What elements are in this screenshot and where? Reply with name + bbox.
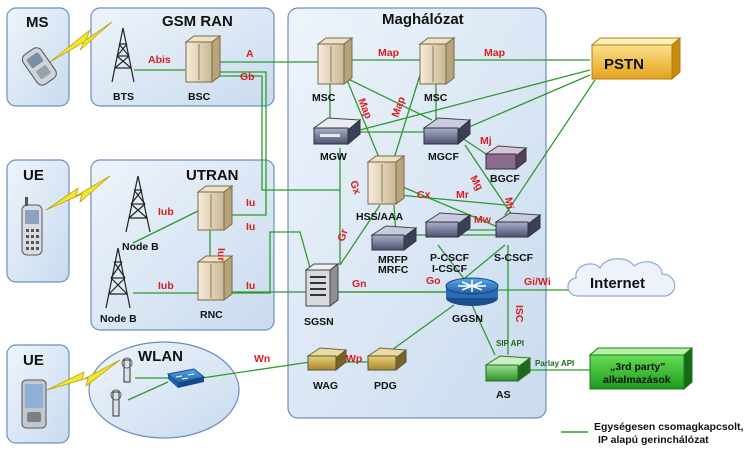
i-cscf-label: I-CSCF: [432, 263, 468, 275]
pdg-device-icon: [366, 347, 408, 372]
pstn-label: PSTN: [604, 56, 644, 73]
if-mj-label: Mj: [480, 135, 492, 147]
bgcf-device-icon: [484, 145, 528, 171]
gsm-ran-area-title: GSM RAN: [162, 13, 233, 30]
mgw-device-icon: [312, 117, 362, 146]
core-area-title: Maghálózat: [382, 11, 464, 28]
as-device-icon: [484, 355, 532, 382]
mgw-label: MGW: [320, 151, 347, 163]
ms-phone-icon: [21, 47, 57, 86]
utran-area-title: UTRAN: [186, 167, 239, 184]
third-party-label-1: „3rd party”: [610, 361, 665, 373]
msc1-server-icon: [316, 37, 354, 85]
utran-area: [90, 159, 275, 331]
sgsn-server-icon: [304, 263, 340, 307]
wag-label: WAG: [313, 380, 338, 392]
if-map2-label: Map: [484, 47, 505, 59]
internet-label: Internet: [590, 275, 645, 292]
if-gr-label: Gr: [335, 228, 350, 243]
if-iu1-label: Iu: [246, 197, 255, 209]
sgsn-label: SGSN: [304, 316, 334, 328]
msc2-label: MSC: [424, 92, 448, 104]
third-party-box: [588, 346, 694, 391]
if-a-label: A: [246, 48, 254, 60]
bgcf-label: BGCF: [490, 173, 520, 185]
ue1-phone-icon: [21, 197, 43, 256]
if-wp-label: Wp: [346, 353, 362, 365]
if-iur-label: Iur: [215, 248, 227, 261]
bts-tower-icon: [111, 27, 135, 83]
if-iub2-label: Iub: [158, 280, 174, 292]
legend-line-1: Egységesen csomagkapcsolt,: [594, 421, 743, 433]
if-iu3-label: Iu: [246, 280, 255, 292]
ggsn-label: GGSN: [452, 313, 483, 325]
wlan-area-title: WLAN: [138, 348, 183, 365]
node-b1-label: Node B: [122, 241, 159, 253]
bsc-label: BSC: [188, 91, 211, 103]
if-wn-label: Wn: [254, 353, 270, 365]
if-sip-api-label: SIP API: [496, 339, 524, 348]
if-mr-label: Mr: [456, 189, 469, 201]
node-b2-label: Node B: [100, 313, 137, 325]
internet-cloud-icon: [567, 258, 676, 297]
core-area: [287, 7, 547, 419]
s-cscf-device-icon: [494, 212, 542, 238]
mrfp-device-icon: [370, 225, 418, 251]
msc1-label: MSC: [312, 92, 336, 104]
if-abis-label: Abis: [148, 54, 171, 66]
if-gn-label: Gn: [352, 278, 367, 290]
if-isc-label: ISC: [513, 305, 525, 323]
if-iub1-label: Iub: [158, 206, 174, 218]
ggsn-router-icon: [445, 277, 499, 306]
legend-line-2: IP alapú gerinchálózat: [598, 434, 709, 446]
if-gb-label: Gb: [240, 71, 255, 83]
p-cscf-device-icon: [424, 212, 472, 238]
mrfp-label: MRFP: [378, 254, 408, 266]
rnc-top-server-icon: [196, 185, 234, 231]
pstn-box: [590, 36, 682, 81]
if-mi-label: Mi: [502, 196, 516, 210]
node-b1-tower-icon: [125, 175, 151, 233]
mgcf-label: MGCF: [428, 151, 459, 163]
ue1-area-title: UE: [23, 167, 44, 184]
ms-area-title: MS: [26, 14, 49, 31]
p-cscf-label: P-CSCF: [430, 252, 470, 264]
wag-device-icon: [306, 347, 348, 372]
third-party-label-2: alkalmazások: [603, 374, 671, 386]
radio-links: [45, 21, 121, 391]
gsm-ran-area: [90, 7, 275, 107]
rnc-server-icon: [196, 255, 234, 301]
wlan-switch-icon: [166, 368, 206, 388]
if-iu2-label: Iu: [246, 221, 255, 233]
s-cscf-label: S-CSCF: [494, 252, 534, 264]
if-cx-label: Cx: [417, 189, 431, 201]
hss-label: HSS/AAA: [356, 211, 404, 223]
hss-server-icon: [366, 155, 406, 205]
pdg-label: PDG: [374, 380, 397, 392]
mrfc-label: MRFC: [378, 264, 409, 276]
if-gi-wi-label: Gi/Wi: [524, 276, 551, 288]
ue2-area-title: UE: [23, 352, 44, 369]
bts-label: BTS: [113, 91, 134, 103]
msc2-server-icon: [418, 37, 456, 85]
if-mw-label: Mw: [474, 214, 492, 226]
if-parlay-api-label: Parlay API: [535, 359, 574, 368]
rnc-label: RNC: [200, 309, 223, 321]
if-go-label: Go: [426, 275, 441, 287]
bsc-server-icon: [184, 35, 222, 83]
node-b2-tower-icon: [105, 247, 131, 309]
as-label: AS: [496, 389, 511, 401]
if-map1-label: Map: [378, 47, 399, 59]
if-gx-label: Gx: [347, 179, 363, 196]
mgcf-device-icon: [422, 117, 472, 146]
wlan-ap-icons: [110, 357, 133, 417]
ue2-pda-icon: [21, 379, 47, 429]
